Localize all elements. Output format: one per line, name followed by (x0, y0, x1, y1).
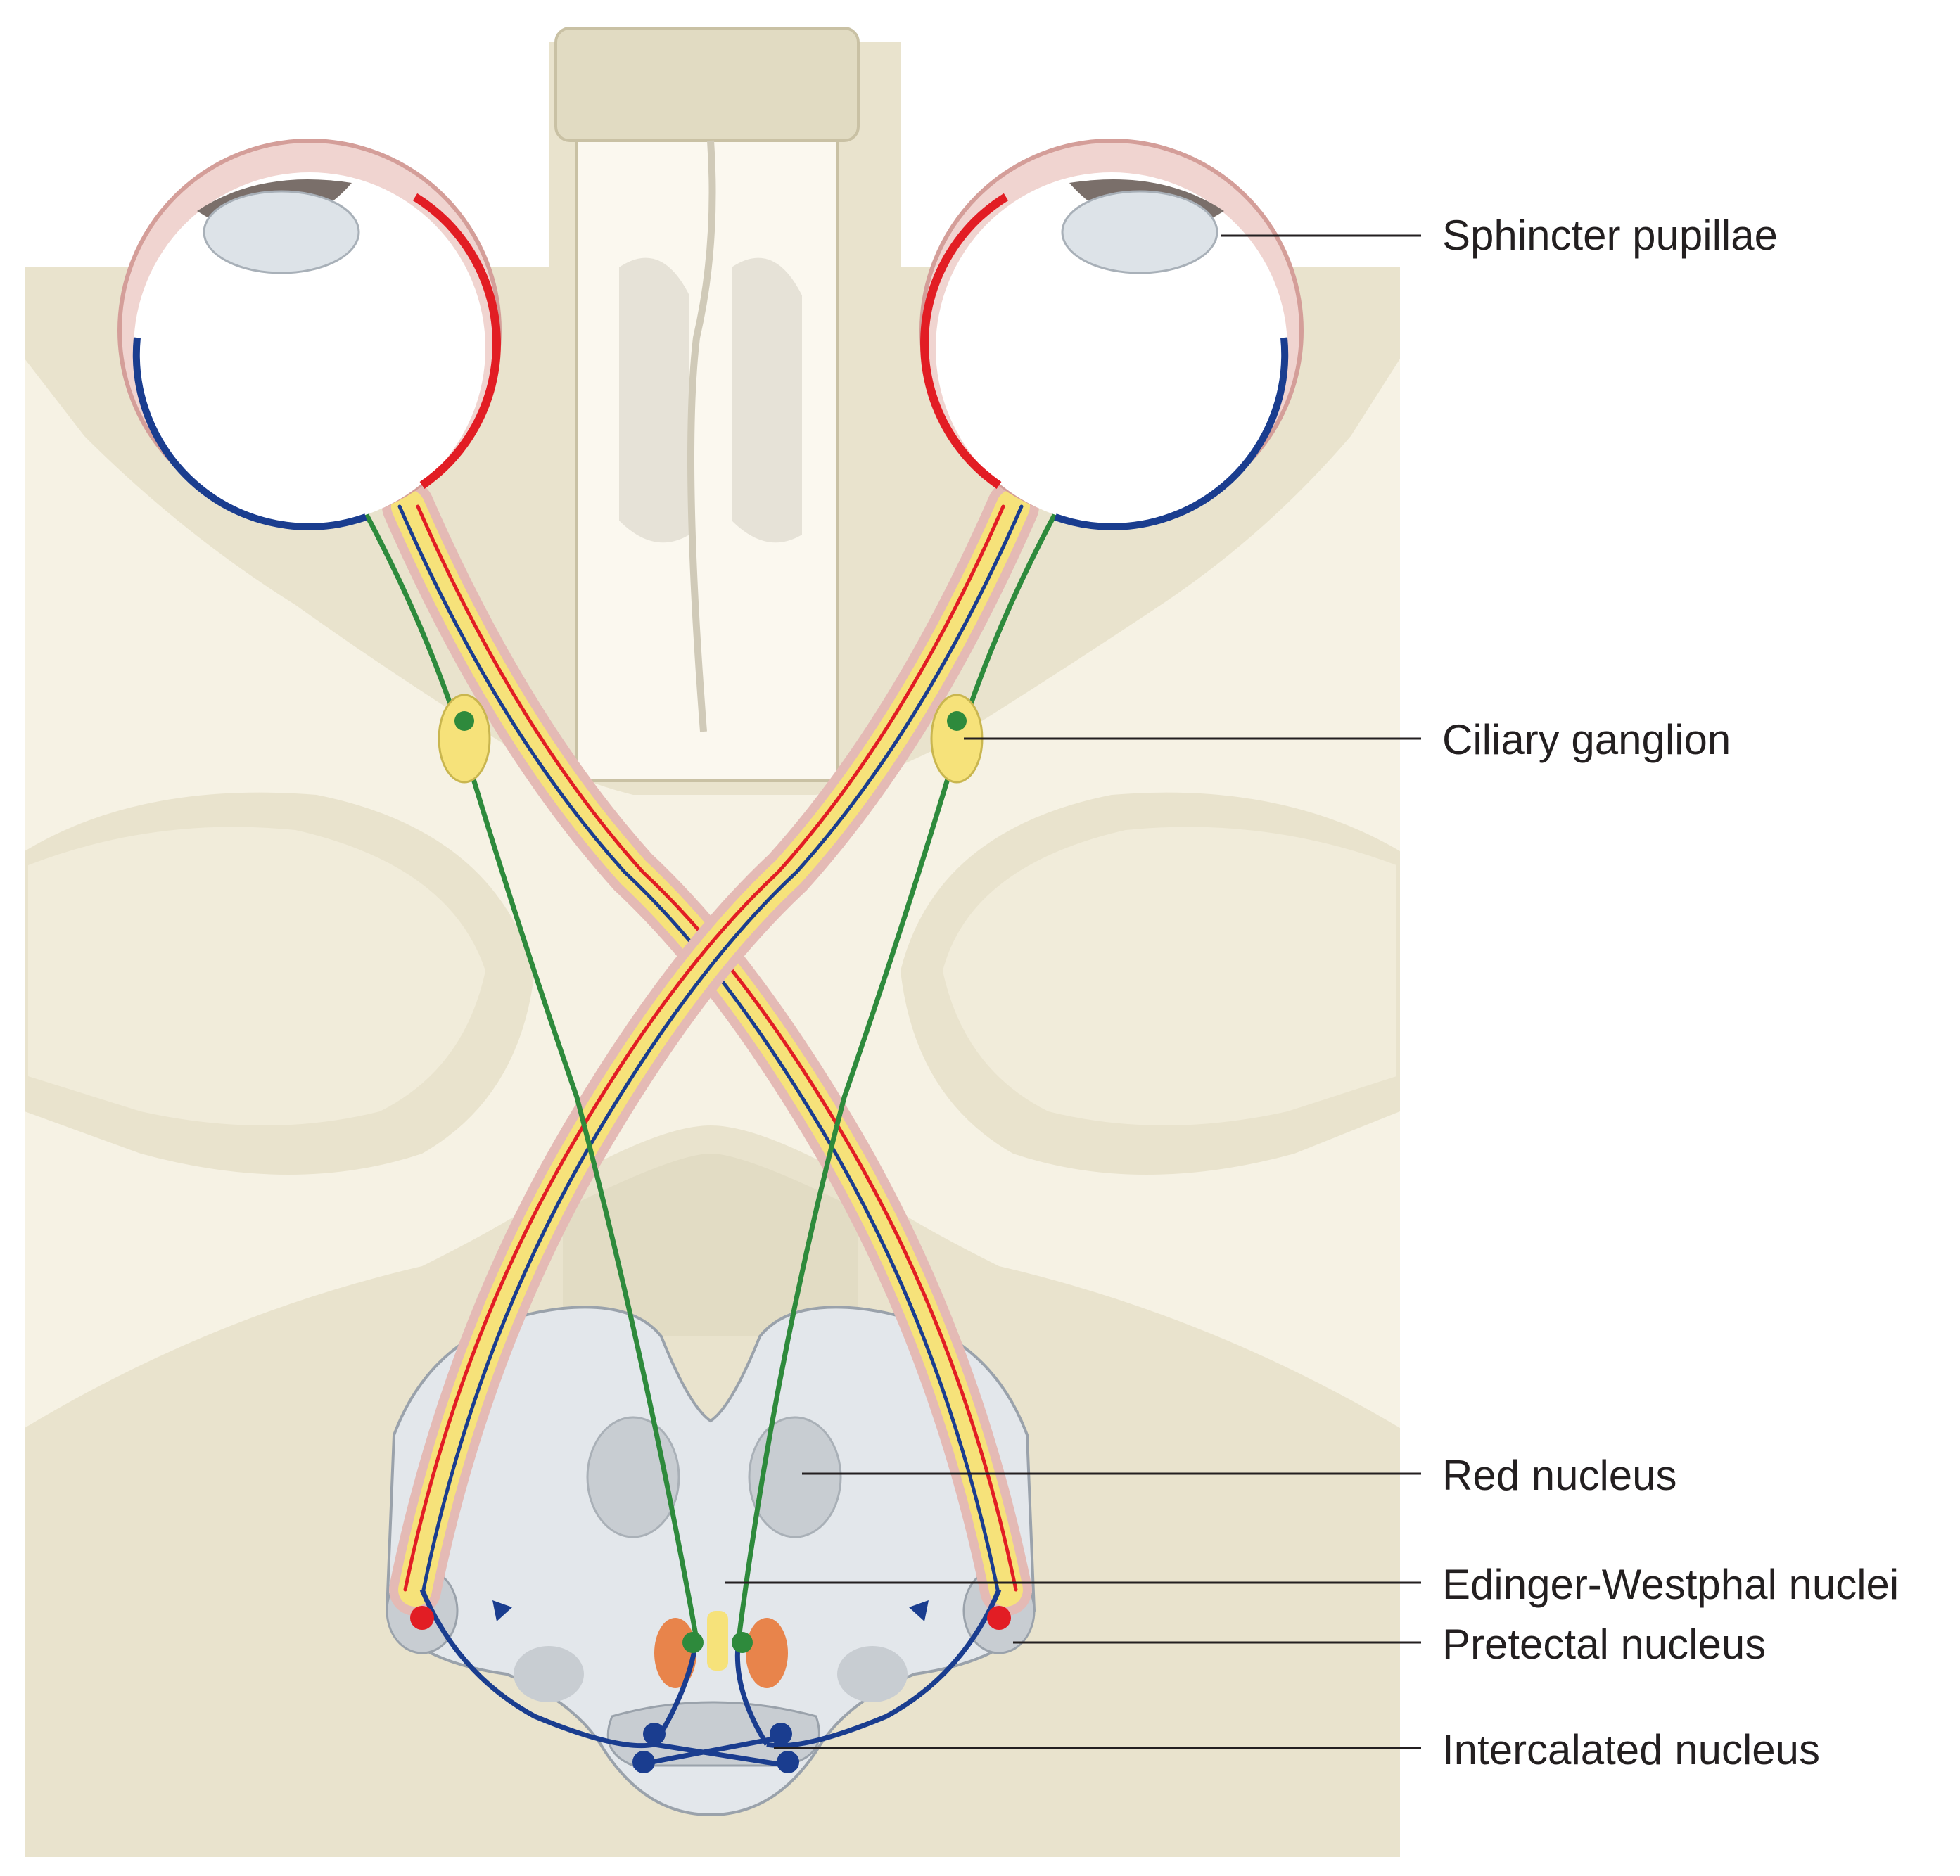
optic-pathway (382, 480, 1039, 1616)
label-edinger-westphal-nuclei: Edinger-Westphal nuclei (1442, 1561, 1899, 1608)
orange-nucleus-right (746, 1618, 788, 1688)
edinger-westphal-nuclei (707, 1611, 728, 1671)
eye-right (919, 139, 1304, 530)
eye-left (117, 139, 502, 530)
label-ciliary-ganglion: Ciliary ganglion (1442, 716, 1731, 763)
ciliary-ganglia (438, 694, 984, 784)
leader-lines (725, 234, 1421, 1749)
orange-nucleus-left (654, 1618, 696, 1688)
red-nucleus-right (748, 1416, 842, 1538)
nasal-septum (554, 27, 860, 782)
label-intercalated-nucleus: Intercalated nucleus (1442, 1726, 1820, 1773)
labels: Sphincter pupillae Ciliary ganglion Red … (1442, 212, 1899, 1773)
label-pretectal-nucleus: Pretectal nucleus (1442, 1621, 1766, 1668)
intercalated-nucleus-region (606, 1701, 820, 1767)
red-nucleus-left (586, 1416, 680, 1538)
neuron-bodies (410, 1600, 1011, 1773)
label-sphincter-pupillae: Sphincter pupillae (1442, 212, 1778, 259)
label-red-nucleus: Red nucleus (1442, 1452, 1677, 1499)
ciliary-ganglion-left (438, 694, 491, 784)
